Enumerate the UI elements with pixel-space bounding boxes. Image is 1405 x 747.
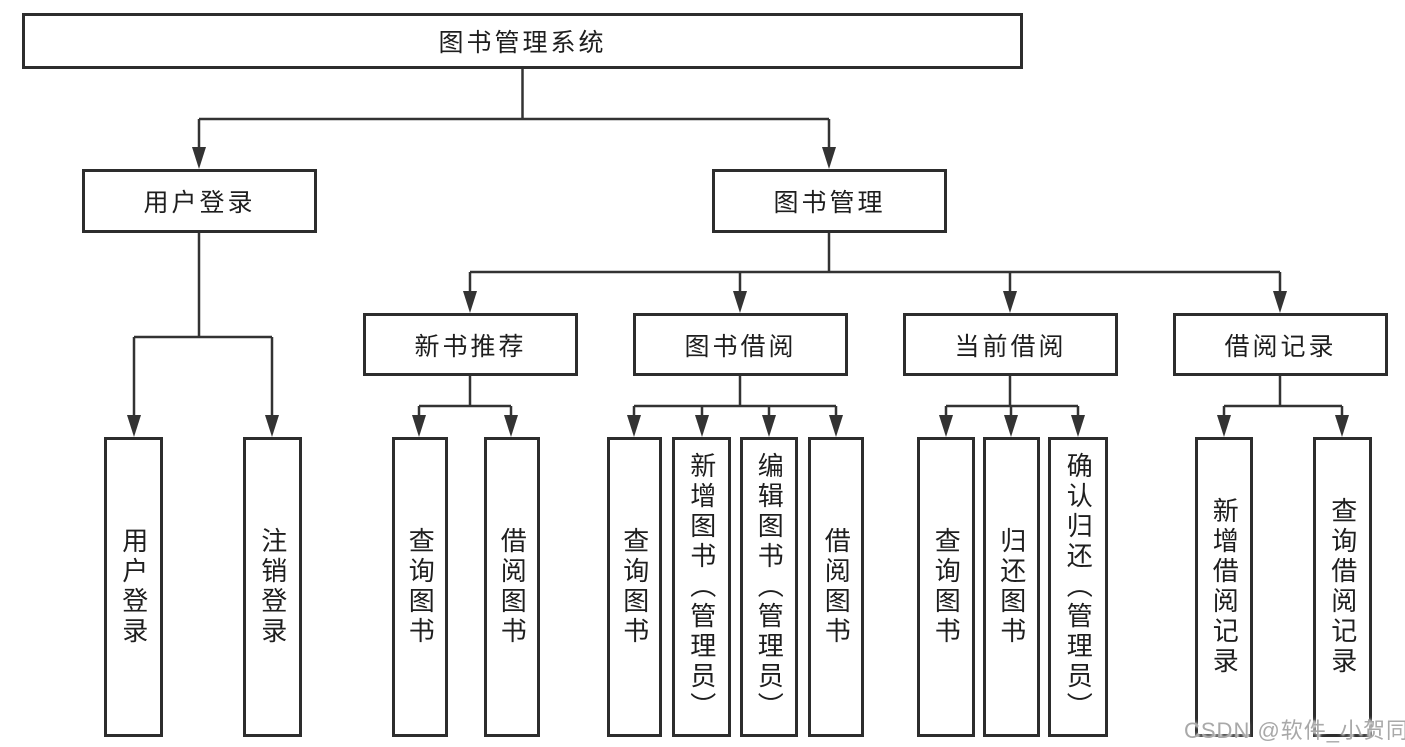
node-current-borrow: 当前借阅 <box>903 313 1118 376</box>
leaf-confirm-return-admin-label: 确认归还（管理员） <box>1063 452 1094 722</box>
csdn-watermark: CSDN @软件_小贺同学 <box>1184 718 1405 743</box>
arrowheads <box>127 147 1349 437</box>
connector-book-management-children <box>468 233 1282 291</box>
leaf-confirm-return-admin: 确认归还（管理员） <box>1048 437 1108 737</box>
leaf-edit-book-admin: 编辑图书（管理员） <box>740 437 798 737</box>
leaf-query-borrow-record: 查询借阅记录 <box>1313 437 1372 737</box>
leaf-user-login: 用户登录 <box>104 437 163 737</box>
leaf-query-books-recommend-label: 查询图书 <box>405 527 436 647</box>
node-library-system: 图书管理系统 <box>22 13 1023 69</box>
leaf-query-books-current-label: 查询图书 <box>931 527 962 647</box>
leaf-user-login-label: 用户登录 <box>118 527 149 647</box>
leaf-add-borrow-record: 新增借阅记录 <box>1195 437 1253 737</box>
connector-user-login-children <box>132 233 274 415</box>
leaf-borrow-books-recommend: 借阅图书 <box>484 437 540 737</box>
leaf-logout-label: 注销登录 <box>257 527 288 647</box>
leaf-borrow-books: 借阅图书 <box>808 437 864 737</box>
node-borrow-records: 借阅记录 <box>1173 313 1388 376</box>
leaf-logout: 注销登录 <box>243 437 302 737</box>
connector-current-borrow-children <box>944 376 1080 415</box>
leaf-add-borrow-record-label: 新增借阅记录 <box>1209 497 1240 677</box>
node-book-borrow: 图书借阅 <box>633 313 848 376</box>
leaf-borrow-books-label: 借阅图书 <box>821 527 852 647</box>
leaf-add-book-admin: 新增图书（管理员） <box>672 437 731 737</box>
leaf-borrow-books-recommend-label: 借阅图书 <box>497 527 528 647</box>
connector-root-to-level2 <box>197 67 831 147</box>
node-user-login: 用户登录 <box>82 169 317 233</box>
leaf-query-borrow-record-label: 查询借阅记录 <box>1327 497 1358 677</box>
connector-borrow-records-children <box>1222 376 1344 415</box>
leaf-query-books-borrow: 查询图书 <box>607 437 662 737</box>
leaf-return-books-label: 归还图书 <box>996 527 1027 647</box>
node-new-book-recommend: 新书推荐 <box>363 313 578 376</box>
connector-new-book-recommend-children <box>417 376 513 415</box>
leaf-edit-book-admin-label: 编辑图书（管理员） <box>754 452 785 722</box>
leaf-query-books-recommend: 查询图书 <box>392 437 448 737</box>
leaf-query-books-borrow-label: 查询图书 <box>619 527 650 647</box>
leaf-add-book-admin-label: 新增图书（管理员） <box>686 452 717 722</box>
connector-book-borrow-children <box>632 376 838 415</box>
leaf-query-books-current: 查询图书 <box>917 437 975 737</box>
node-book-management: 图书管理 <box>712 169 947 233</box>
leaf-return-books: 归还图书 <box>983 437 1040 737</box>
